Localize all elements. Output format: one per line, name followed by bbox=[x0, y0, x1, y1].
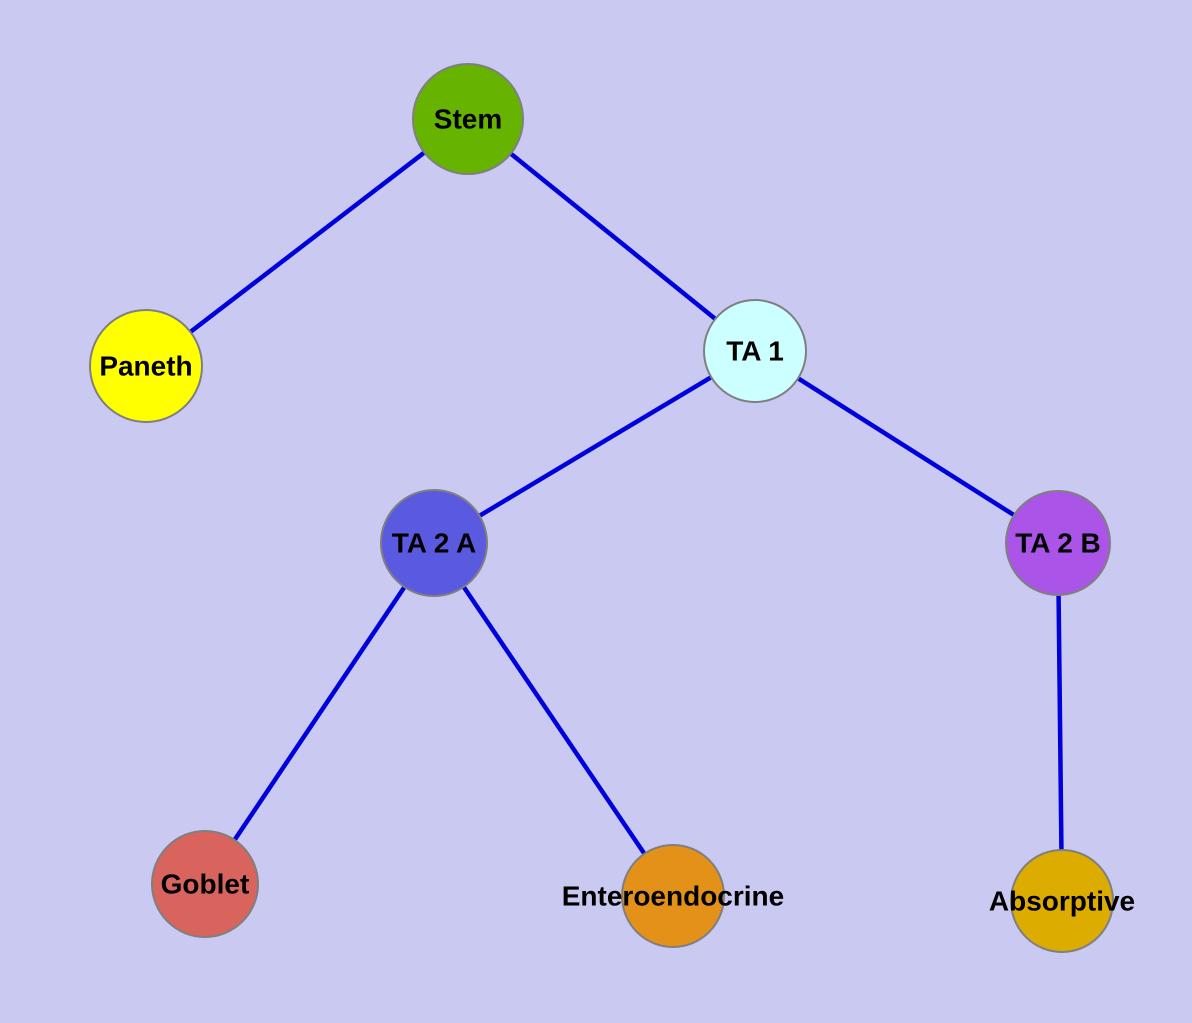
node-circle-enteroendocrine[interactable] bbox=[621, 844, 725, 948]
node-circle-goblet[interactable] bbox=[151, 830, 259, 938]
node-circle-ta1[interactable] bbox=[703, 299, 807, 403]
edge-ta1-ta2a bbox=[432, 349, 757, 545]
node-ta1[interactable]: TA 1 bbox=[703, 299, 807, 403]
node-enteroendocrine[interactable]: Enteroendocrine bbox=[562, 844, 784, 948]
edge-stem-ta1 bbox=[466, 117, 757, 353]
edge-stem-paneth bbox=[144, 117, 470, 368]
node-stem[interactable]: Stem bbox=[412, 63, 524, 175]
node-circle-ta2a[interactable] bbox=[380, 489, 488, 597]
node-ta2b[interactable]: TA 2 B bbox=[1005, 490, 1111, 596]
node-circle-stem[interactable] bbox=[412, 63, 524, 175]
edge-ta2a-enteroendocrine bbox=[432, 541, 675, 898]
edge-ta2b-absorptive bbox=[1055, 542, 1065, 902]
node-circle-ta2b[interactable] bbox=[1005, 490, 1111, 596]
node-circle-paneth[interactable] bbox=[89, 309, 203, 423]
node-goblet[interactable]: Goblet bbox=[151, 830, 259, 938]
node-absorptive[interactable]: Absorptive bbox=[989, 849, 1135, 953]
node-paneth[interactable]: Paneth bbox=[89, 309, 203, 423]
edge-ta2a-goblet bbox=[203, 541, 436, 886]
edge-ta1-ta2b bbox=[753, 349, 1060, 545]
node-ta2a[interactable]: TA 2 A bbox=[380, 489, 488, 597]
node-circle-absorptive[interactable] bbox=[1010, 849, 1114, 953]
